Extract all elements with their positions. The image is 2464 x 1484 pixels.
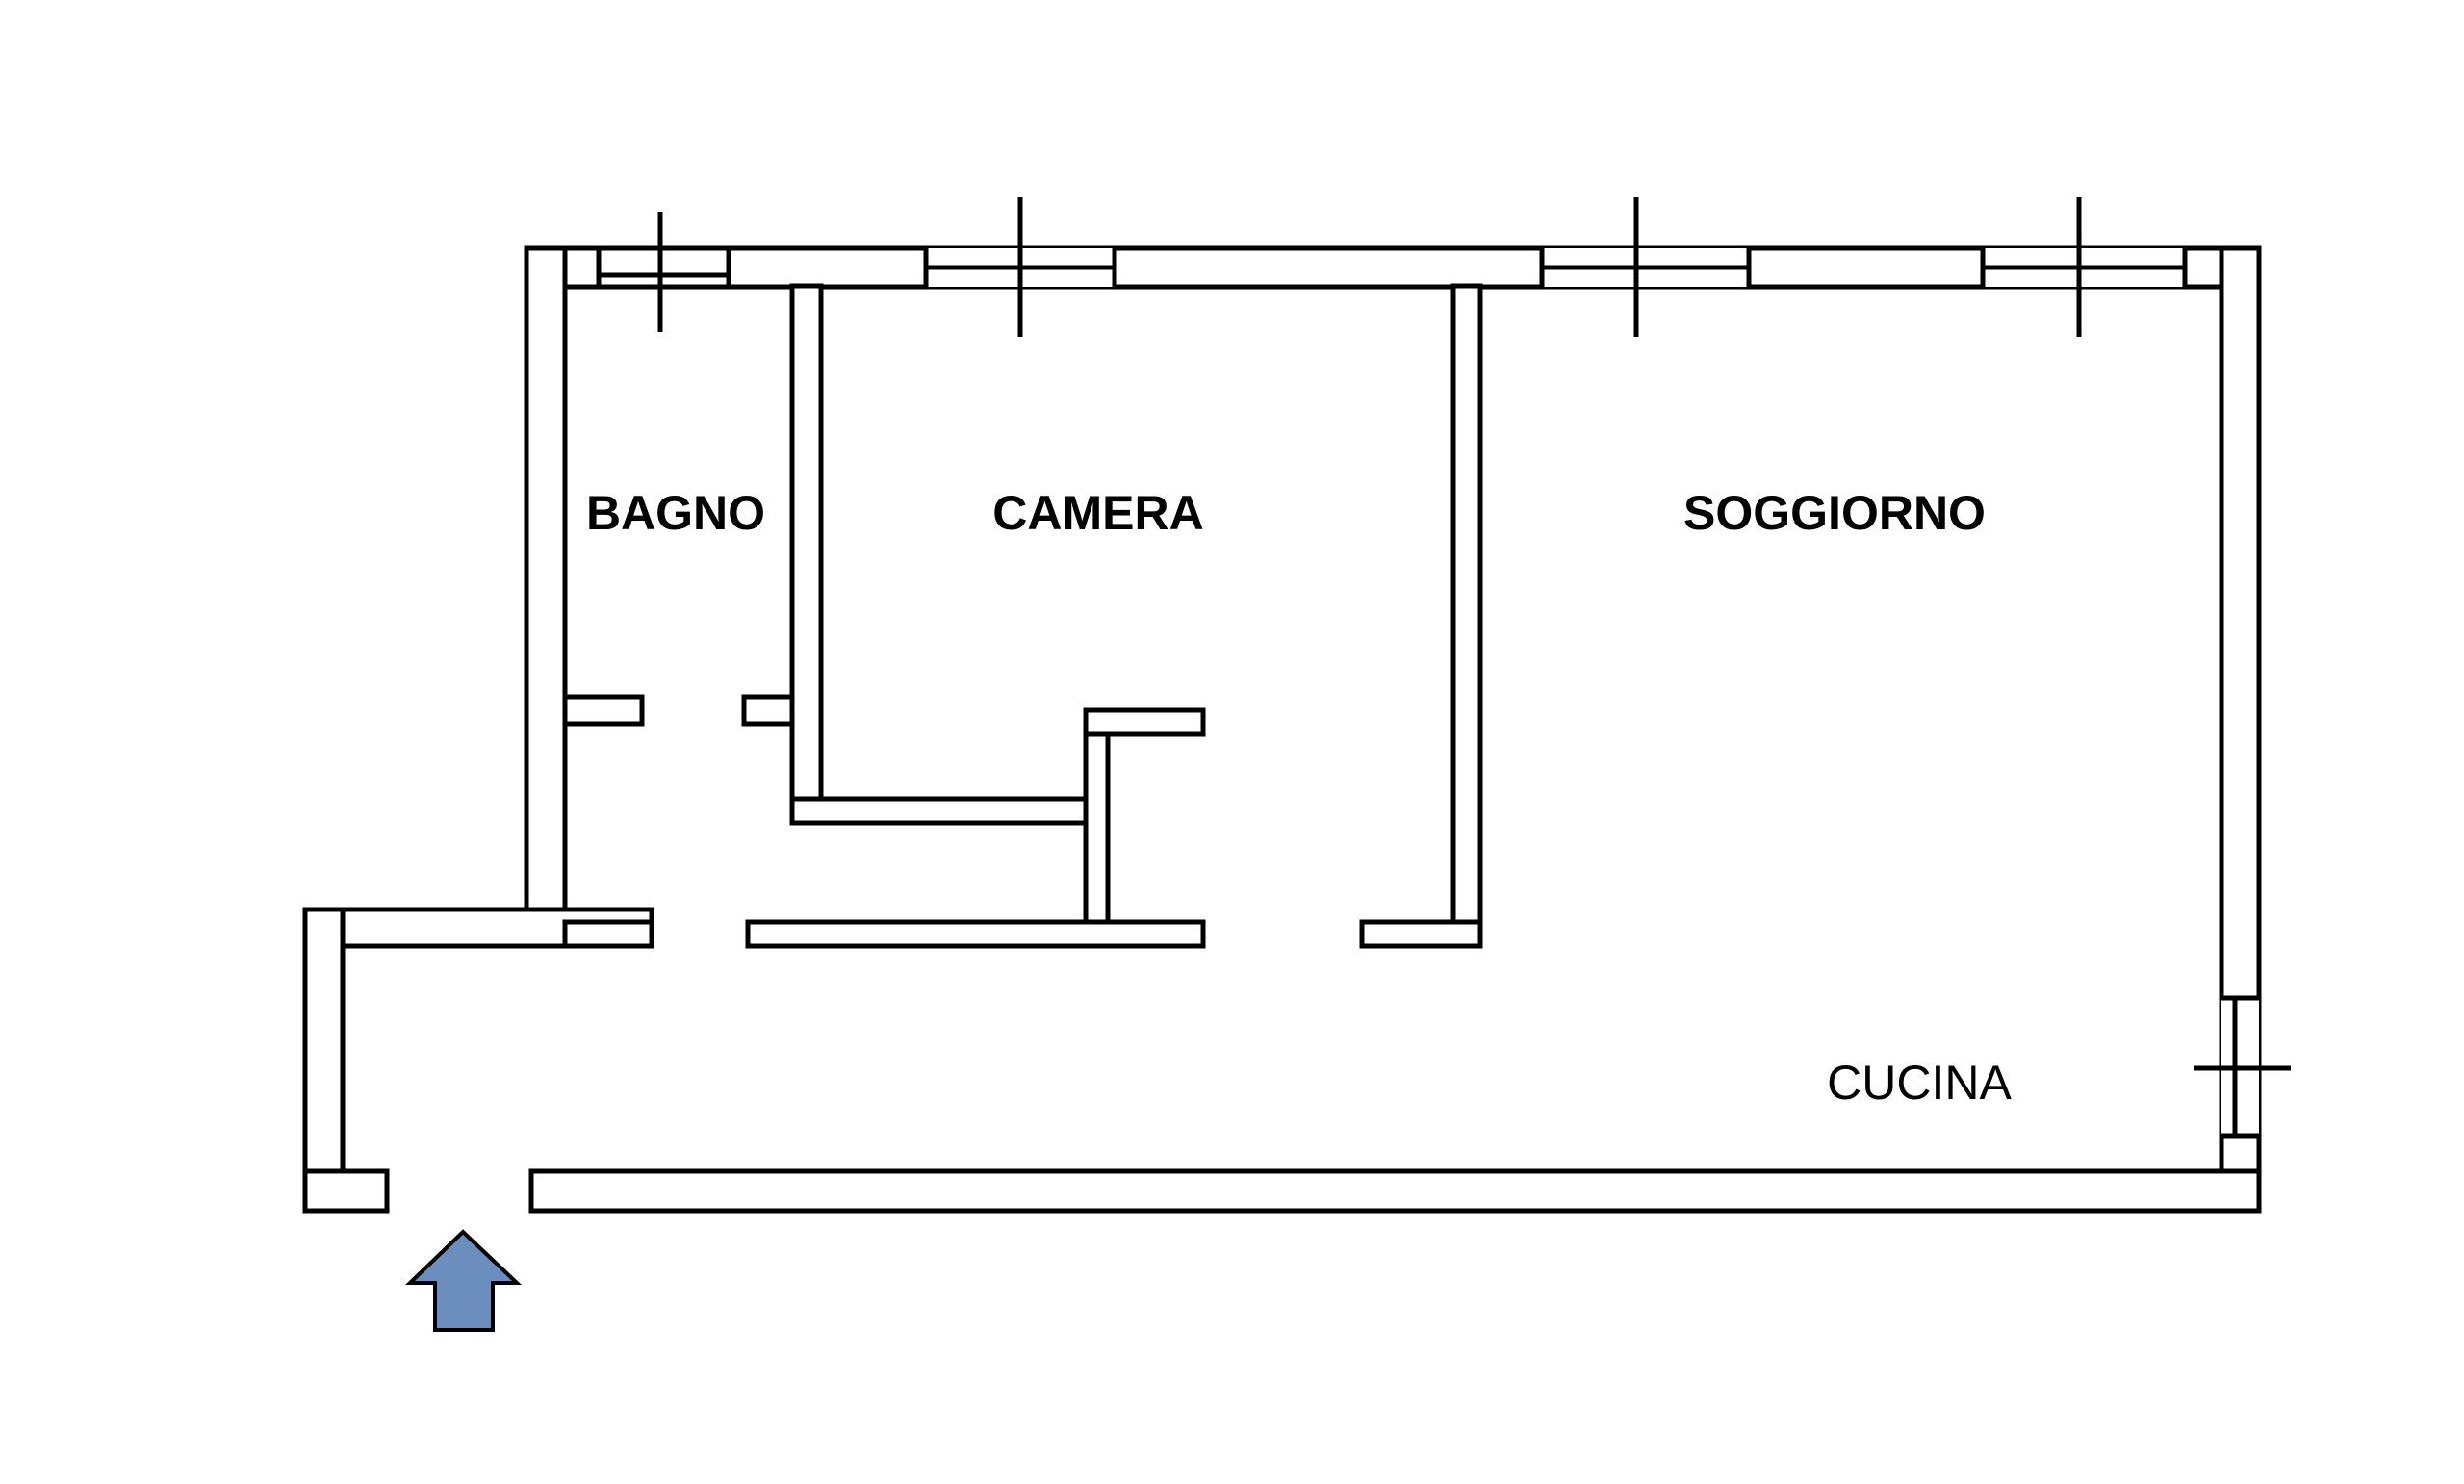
corridor-wall-left bbox=[562, 919, 654, 949]
closet-wall bbox=[1083, 707, 1111, 927]
window-camera bbox=[923, 197, 1117, 337]
bottom-wall bbox=[528, 1168, 2262, 1214]
left-upper-wall bbox=[524, 245, 568, 949]
left-lower-wall bbox=[302, 907, 346, 1214]
window-bagno bbox=[564, 212, 792, 332]
entrance-arrow-icon bbox=[405, 1229, 523, 1332]
interior-walls bbox=[562, 283, 1483, 949]
camera-soggiorno-wall bbox=[1450, 283, 1483, 949]
window-soggiorno-left bbox=[1539, 197, 1752, 337]
window-soggiorno-right bbox=[1980, 197, 2188, 337]
bagno-camera-wall bbox=[789, 283, 824, 802]
bottom-left-wall bbox=[302, 1168, 390, 1214]
room-label-camera: CAMERA bbox=[992, 486, 1203, 540]
bagno-jamb-left bbox=[562, 694, 645, 727]
closet-top-wall bbox=[1083, 707, 1206, 737]
windows bbox=[564, 197, 2291, 1139]
bagno-jamb-right bbox=[741, 694, 795, 727]
camera-bottom-wall bbox=[789, 796, 1091, 826]
room-label-soggiorno: SOGGIORNO bbox=[1683, 486, 1986, 540]
corridor-wall-mid bbox=[745, 919, 1206, 949]
room-label-cucina: CUCINA bbox=[1827, 1056, 2012, 1110]
soggiorno-door-stub bbox=[1359, 919, 1483, 949]
room-label-bagno: BAGNO bbox=[586, 486, 765, 540]
window-cucina bbox=[2194, 995, 2291, 1139]
